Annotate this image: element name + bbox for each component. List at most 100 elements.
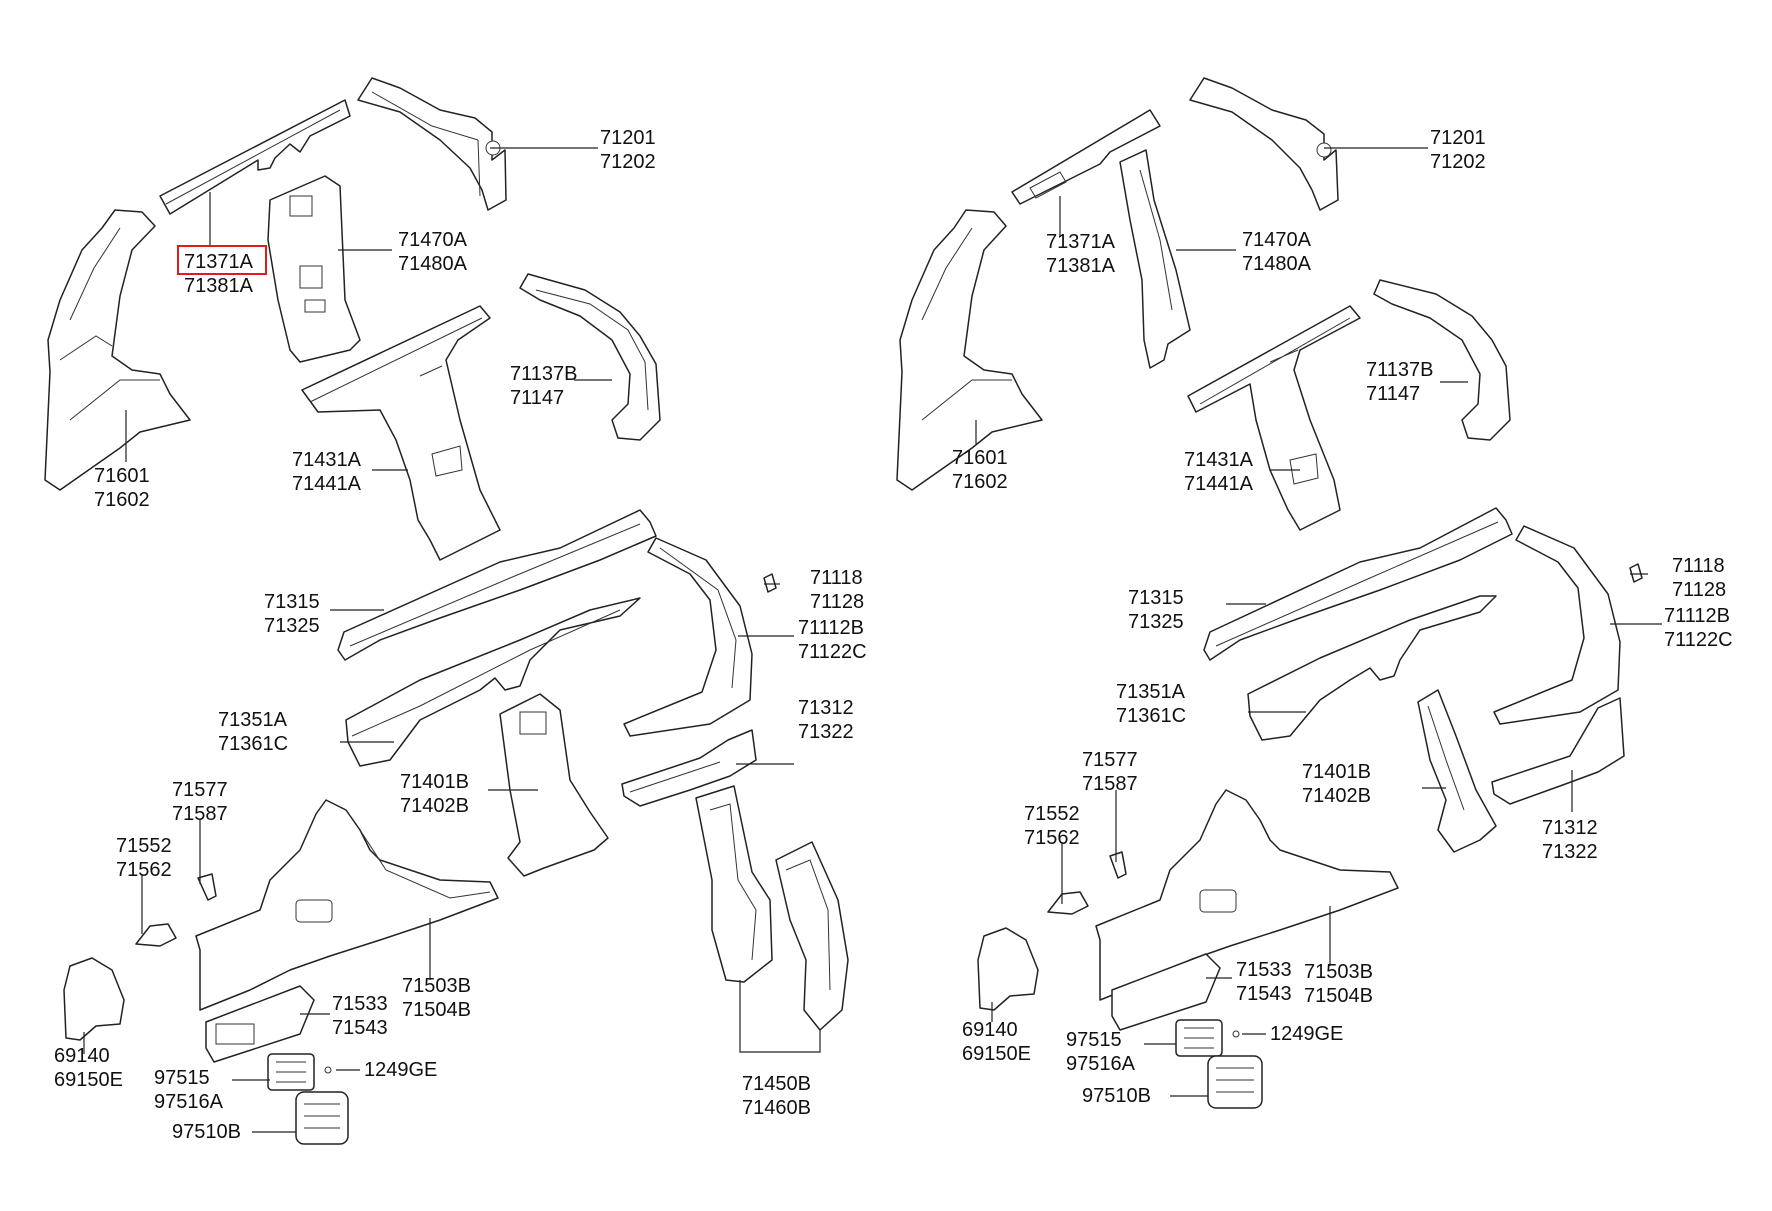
label-71402b-r: 71402B: [1302, 785, 1371, 807]
label-97516a: 97516A: [154, 1091, 224, 1113]
part-71431a[interactable]: [301, 305, 501, 561]
label-71112b-r: 71112B: [1664, 605, 1730, 627]
left-panel: 71201 71202 71371A 71381A 71470A 71480A …: [44, 77, 867, 1145]
part-71470a[interactable]: [267, 175, 361, 363]
part-71577-r[interactable]: [1109, 851, 1127, 879]
part-69140-r[interactable]: [977, 927, 1039, 1011]
part-71312-r[interactable]: [1491, 697, 1625, 805]
part-71552[interactable]: [135, 923, 177, 947]
part-71201-r[interactable]: [1189, 77, 1339, 211]
label-71112b: 71112B: [798, 617, 864, 639]
part-71112b-r[interactable]: [1493, 525, 1621, 725]
label-71552: 71552: [116, 835, 172, 857]
part-71470a-r[interactable]: [1119, 149, 1191, 369]
label-71552-r: 71552: [1024, 803, 1080, 825]
part-71351a[interactable]: [345, 597, 641, 767]
part-71315[interactable]: [337, 509, 657, 661]
part-97510b-r[interactable]: [1207, 1055, 1263, 1109]
part-71118-r[interactable]: [1629, 563, 1643, 583]
label-97515: 97515: [154, 1067, 210, 1089]
part-97515[interactable]: [267, 1053, 315, 1091]
right-labels: 71201 71202 71371A 71381A 71470A 71480A …: [952, 127, 1733, 1107]
label-71122c-r: 71122C: [1664, 629, 1733, 651]
label-71202: 71202: [600, 151, 656, 173]
part-71351a-r[interactable]: [1247, 595, 1497, 741]
right-leaders: [975, 147, 1662, 1097]
label-71312-r: 71312: [1542, 817, 1598, 839]
label-71322-r: 71322: [1542, 841, 1598, 863]
label-71602-r: 71602: [952, 471, 1008, 493]
label-71128-r: 71128: [1672, 579, 1726, 601]
part-71460b[interactable]: [775, 841, 849, 1031]
part-71503b[interactable]: [195, 799, 499, 1011]
left-labels: 71201 71202 71371A 71381A 71470A 71480A …: [54, 127, 867, 1143]
part-97515-r[interactable]: [1175, 1019, 1223, 1057]
label-71322: 71322: [798, 721, 854, 743]
label-71504b-r: 71504B: [1304, 985, 1373, 1007]
label-71470a: 71470A: [398, 229, 468, 251]
label-71351a: 71351A: [218, 709, 288, 731]
label-71543: 71543: [332, 1017, 388, 1039]
part-97510b[interactable]: [295, 1091, 349, 1145]
label-71315: 71315: [264, 591, 320, 613]
label-71137b-r: 71137B: [1366, 359, 1433, 381]
label-71601-r: 71601: [952, 447, 1008, 469]
label-71401b: 71401B: [400, 771, 469, 793]
part-71312[interactable]: [621, 729, 757, 807]
part-71552-r[interactable]: [1047, 891, 1089, 915]
label-71351a-r: 71351A: [1116, 681, 1186, 703]
part-71371a[interactable]: [159, 99, 351, 215]
part-71577[interactable]: [197, 873, 217, 901]
part-71431a-r[interactable]: [1187, 305, 1361, 531]
part-71112b[interactable]: [623, 537, 753, 737]
part-71315-r[interactable]: [1203, 507, 1513, 661]
label-71602: 71602: [94, 489, 150, 511]
label-71312: 71312: [798, 697, 854, 719]
part-71601[interactable]: [44, 209, 191, 491]
label-71587-r: 71587: [1082, 773, 1138, 795]
right-panel: 71201 71202 71371A 71381A 71470A 71480A …: [896, 77, 1733, 1109]
label-71147: 71147: [510, 387, 564, 409]
label-71381a: 71381A: [184, 275, 254, 297]
label-71371a[interactable]: 71371A: [184, 251, 254, 273]
label-69150e: 69150E: [54, 1069, 123, 1091]
label-71504b: 71504B: [402, 999, 471, 1021]
part-71371a-r[interactable]: [1011, 109, 1161, 205]
part-71533-r[interactable]: [1111, 953, 1221, 1031]
part-71533[interactable]: [205, 985, 315, 1063]
label-71441a-r: 71441A: [1184, 473, 1254, 495]
part-1249ge-r[interactable]: [1232, 1030, 1240, 1038]
label-71325-r: 71325: [1128, 611, 1184, 633]
part-1249ge[interactable]: [324, 1066, 332, 1074]
label-71118-r: 71118: [1672, 555, 1725, 577]
label-71128: 71128: [810, 591, 864, 613]
part-71401b[interactable]: [499, 693, 609, 877]
part-69140[interactable]: [63, 957, 125, 1041]
label-71361c-r: 71361C: [1116, 705, 1186, 727]
label-71147-r: 71147: [1366, 383, 1420, 405]
part-71201[interactable]: [357, 77, 507, 211]
label-71325: 71325: [264, 615, 320, 637]
part-71137b[interactable]: [519, 273, 661, 441]
part-71401b-r[interactable]: [1417, 689, 1497, 853]
label-71202-r: 71202: [1430, 151, 1486, 173]
part-71137b-r[interactable]: [1373, 279, 1511, 441]
label-71503b: 71503B: [402, 975, 471, 997]
label-71450b: 71450B: [742, 1073, 811, 1095]
label-97516a-r: 97516A: [1066, 1053, 1136, 1075]
label-71201-r: 71201: [1430, 127, 1486, 149]
label-71371a-r: 71371A: [1046, 231, 1116, 253]
highlight-box-71371a: [177, 245, 267, 275]
label-1249ge-r: 1249GE: [1270, 1023, 1343, 1045]
label-71431a-r: 71431A: [1184, 449, 1254, 471]
label-71470a-r: 71470A: [1242, 229, 1312, 251]
part-71601-r[interactable]: [896, 209, 1043, 491]
label-71533-r: 71533: [1236, 959, 1292, 981]
label-71577-r: 71577: [1082, 749, 1138, 771]
label-71480a: 71480A: [398, 253, 468, 275]
label-71137b: 71137B: [510, 363, 577, 385]
label-97510b: 97510B: [172, 1121, 241, 1143]
part-71450b[interactable]: [695, 785, 773, 983]
part-71118[interactable]: [763, 573, 777, 593]
